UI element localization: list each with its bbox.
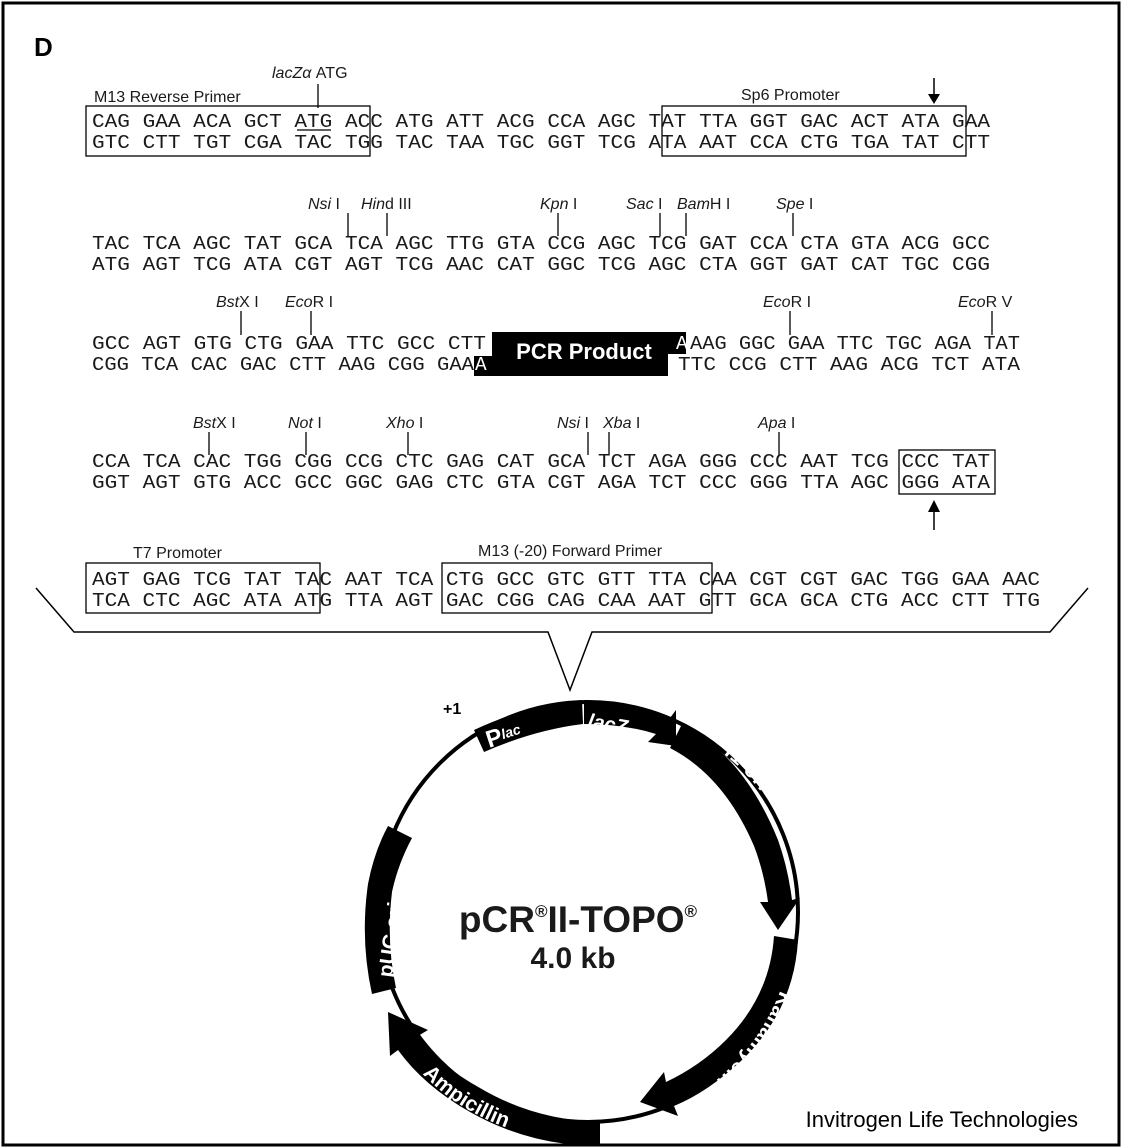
row5-top-strand: AGT GAG TCG TAT TAC AAT TCA CTG GCC GTC … [92,569,1040,591]
box-sp6-promoter [661,105,967,157]
site-xba-i: Xba I [602,415,640,432]
label-plac: Plac [483,717,525,754]
callout-funnel [35,587,1089,693]
label-t7-promoter: T7 Promoter [133,545,223,562]
row3-top-strand-right: AAG GGC GAA TTC TGC AGA TAT [690,333,1020,355]
site-bamh-i: BamH I [677,196,730,213]
box-t7-promoter [85,562,321,614]
label-m13-forward-primer: M13 (-20) Forward Primer [478,543,663,560]
site-sac-i: Sac I [626,196,662,213]
pcr-product-overhang-top: A [676,333,688,355]
site-kpn-i: Kpn I [540,196,577,213]
label-plus-one: +1 [443,701,461,718]
site-ecor-i-right: EcoR I [763,294,811,311]
site-hind-iii: Hind III [361,196,412,213]
row3-bottom-strand-left: CGG TCA CAC GAC CTT AAG CGG GAA [92,354,474,376]
segment-plac [474,700,583,752]
segment-puc-ori [364,826,412,994]
site-nsi-i-2: Nsi I [557,415,589,432]
row3-top-strand-left: GCC AGT GTG CTG GAA TTC GCC CTT [92,333,486,355]
site-xho-i: Xho I [385,415,423,432]
row5-bottom-strand: TCA CTC AGC ATA ATG TTA AGT GAC CGG CAG … [92,590,1040,612]
plasmid-map: +1 Plac lacZ f1 ori Kanamycin Ampicillin… [364,700,800,1146]
site-not-i: Not I [288,415,322,432]
site-bstx-i-2: BstX I [193,415,236,432]
site-apa-i: Apa I [757,415,795,432]
box-m13-forward-primer [441,562,713,614]
segment-ampicillin [388,1012,600,1146]
label-ampicillin: Ampicillin [419,1061,513,1132]
row2-top-strand: TAC TCA AGC TAT GCA TCA AGC TTG GTA CCG … [92,233,990,255]
segment-f1-ori [670,724,800,930]
row4-bottom-strand: GGT AGT GTG ACC GCC GGC GAG CTC GTA CGT … [92,472,990,494]
site-nsi-i: Nsi I [308,196,340,213]
panel-letter: D [34,32,53,62]
row3-bottom-strand-right: TTC CCG CTT AAG ACG TCT ATA [678,354,1020,376]
box-topo-site [898,449,996,495]
label-lacz-atg: lacZα ATG [272,65,348,82]
credit-text: Invitrogen Life Technologies [806,1107,1078,1132]
row1-bottom-strand: GTC CTT TGT CGA TAC TGG TAC TAA TGC GGT … [92,132,990,154]
sequence-row-5: T7 Promoter M13 (-20) Forward Primer AGT… [85,543,1040,614]
label-m13-reverse-primer: M13 Reverse Primer [94,89,241,106]
site-ecor-v: EcoR V [958,294,1013,311]
row1-top-strand: CAG GAA ACA GCT ATG ACC ATG ATT ACG CCA … [92,111,990,133]
box-m13-reverse-primer [85,105,371,157]
label-sp6-promoter: Sp6 Promoter [741,87,840,104]
sequence-row-2: Nsi I Hind III Kpn I Sac I BamH I Spe I … [92,196,990,276]
segment-kanamycin [640,936,798,1116]
sequence-row-4: BstX I Not I Xho I Nsi I Xba I Apa I CCA… [92,415,996,530]
plasmid-name: pCR®II-TOPO® [459,899,698,940]
sequence-row-3: BstX I EcoR I EcoR I EcoR V GCC AGT GTG … [92,294,1020,376]
row2-bottom-strand: ATG AGT TCG ATA CGT AGT TCG AAC CAT GGC … [92,254,990,276]
site-ecor-i-left: EcoR I [285,294,333,311]
site-spe-i: Spe I [776,196,813,213]
segment-lacz [584,700,676,746]
topo-arrow-head [928,500,940,512]
site-bstx-i: BstX I [216,294,259,311]
pcr-product-block [474,332,686,376]
pcr-product-overhang-bottom: A [475,354,487,376]
pcr-product-label: PCR Product [516,339,652,364]
sequence-row-1: M13 Reverse Primer lacZα ATG Sp6 Promote… [85,65,990,157]
row4-top-strand: CCA TCA CAC TGG CGG CCG CTC GAG CAT GCA … [92,451,990,473]
plasmid-size: 4.0 kb [530,942,615,975]
sp6-arrow-head [928,94,940,104]
